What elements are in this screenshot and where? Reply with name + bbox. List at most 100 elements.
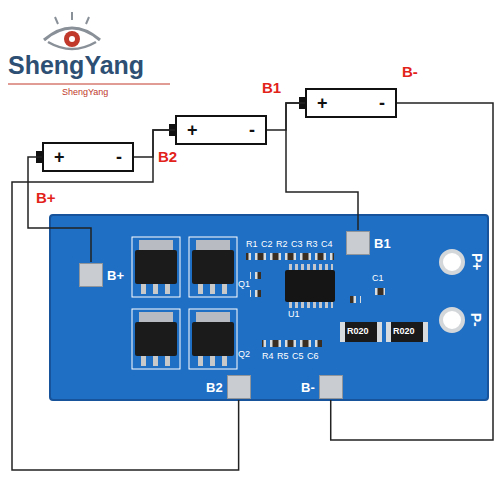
logo-eye: [64, 31, 80, 47]
battery-cell: +-: [42, 142, 134, 172]
mosfet: [210, 356, 215, 366]
polarity-mark: +: [54, 147, 65, 168]
wire-label: B1: [262, 80, 281, 97]
silkscreen-label: Q1: [238, 280, 250, 290]
silkscreen-label: C5: [292, 352, 304, 362]
wire: [12, 130, 239, 470]
ic-chip: [287, 264, 333, 270]
silkscreen-label: C3: [291, 240, 303, 250]
silkscreen-label: R4: [262, 352, 274, 362]
silkscreen-label: R020: [347, 327, 369, 337]
terminal-hole: [441, 251, 463, 273]
wire-label: B-: [402, 64, 418, 81]
silkscreen-label: C6: [307, 352, 319, 362]
mosfet: [135, 250, 177, 284]
logo-rule: [8, 84, 170, 85]
mosfet: [222, 284, 227, 294]
silkscreen-label: C2: [261, 240, 273, 250]
logo-eye: [44, 12, 100, 49]
mosfet: [135, 322, 177, 356]
pad-name: B1: [374, 236, 391, 251]
battery-cell: +-: [175, 115, 267, 145]
ic-chip: [285, 264, 335, 308]
brand-subtitle: ShengYang: [62, 88, 108, 98]
silkscreen-label: R020: [393, 327, 415, 337]
mosfet: [165, 284, 170, 294]
shunt-resistor: [391, 322, 423, 342]
smd-parts: [250, 290, 261, 297]
mosfet: [141, 284, 146, 294]
silkscreen-label: C4: [321, 240, 333, 250]
mosfet: [210, 284, 215, 294]
wire: [28, 157, 91, 262]
mosfet: [132, 309, 180, 369]
solder-pad: B1: [345, 230, 392, 256]
smd-parts: [374, 288, 385, 295]
shunt-resistor: [340, 322, 382, 342]
polarity-mark: +: [187, 120, 198, 141]
pad-name: B2: [206, 380, 223, 395]
terminal-hole: [441, 251, 463, 331]
polarity-mark: +: [317, 93, 328, 114]
smd-parts: [250, 272, 261, 279]
mosfet: [132, 237, 180, 297]
logo-eye: [69, 36, 75, 42]
silkscreen-label: U1: [288, 310, 300, 320]
mosfet: [189, 309, 237, 369]
mosfet: [192, 250, 234, 284]
shunt-resistor: [340, 322, 428, 342]
pcb-board: [50, 215, 488, 400]
mosfet: [198, 284, 203, 294]
brand-logo: ShengYang: [8, 52, 144, 80]
mosfet: [189, 309, 237, 369]
smd-parts: [246, 253, 334, 260]
pad-name: B-: [301, 380, 315, 395]
polarity-mark: -: [379, 93, 385, 114]
mosfet: [189, 237, 237, 297]
solder-pad: B+: [78, 262, 125, 288]
pad-square: [79, 263, 103, 287]
silkscreen-label: P-: [467, 313, 482, 327]
smd-parts: [350, 296, 361, 303]
wire: [286, 103, 358, 230]
pad-square: [346, 231, 370, 255]
pad-square: [227, 375, 251, 399]
silkscreen-label: R5: [277, 352, 289, 362]
silkscreen-label: P+: [469, 253, 484, 271]
mosfet: [141, 356, 146, 366]
mosfet: [153, 356, 158, 366]
mosfet: [132, 309, 180, 369]
terminal-hole: [441, 309, 463, 331]
mosfet: [153, 284, 158, 294]
silkscreen-label: R1: [246, 240, 258, 250]
wire: [331, 103, 493, 440]
mosfet: [132, 237, 180, 297]
solder-pad: B2: [205, 374, 252, 400]
shunt-resistor: [345, 322, 377, 342]
pad-name: B+: [107, 268, 124, 283]
pad-square: [319, 375, 343, 399]
smd-parts: [262, 340, 322, 347]
smd-parts: [246, 253, 385, 347]
silkscreen-label: R3: [306, 240, 318, 250]
wire-label: B2: [158, 149, 177, 166]
mosfet: [165, 356, 170, 366]
mosfet: [192, 322, 234, 356]
silkscreen-label: R2: [276, 240, 288, 250]
mosfet: [189, 237, 237, 297]
shunt-resistor: [386, 322, 428, 342]
ic-chip: [285, 270, 335, 302]
mosfet: [198, 356, 203, 366]
silkscreen-label: Q2: [238, 350, 250, 360]
logo-eye: [55, 12, 89, 24]
silkscreen-label: C1: [372, 274, 384, 284]
battery-cell: +-: [305, 88, 397, 118]
polarity-mark: -: [116, 147, 122, 168]
ic-chip: [287, 302, 333, 308]
solder-pad: B-: [300, 374, 344, 400]
pcb-board: [50, 215, 488, 400]
wire-label: B+: [36, 190, 56, 207]
polarity-mark: -: [249, 120, 255, 141]
logo-rule: [8, 84, 170, 85]
mosfet: [222, 356, 227, 366]
